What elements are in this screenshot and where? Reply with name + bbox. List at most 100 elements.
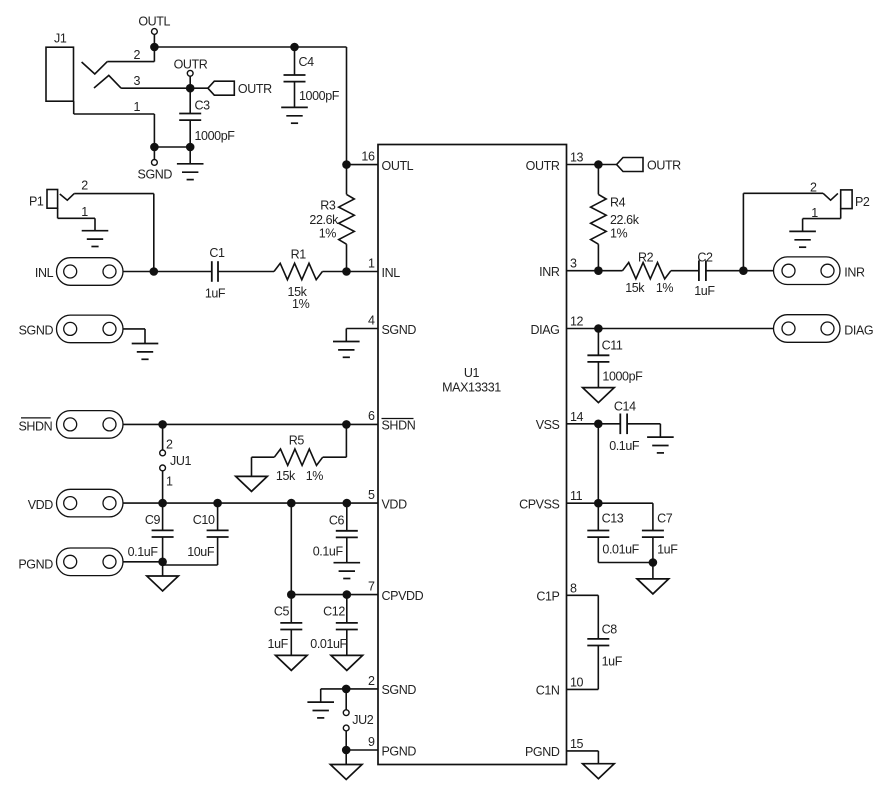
svg-text:C7: C7 <box>657 512 673 526</box>
svg-text:16: 16 <box>361 150 375 164</box>
svg-text:1000pF: 1000pF <box>602 370 643 384</box>
svg-text:2: 2 <box>133 48 140 62</box>
svg-text:U1: U1 <box>464 366 480 380</box>
svg-text:2: 2 <box>810 181 817 195</box>
svg-text:1000pF: 1000pF <box>195 129 236 143</box>
svg-text:R5: R5 <box>289 433 305 447</box>
svg-text:PGND: PGND <box>18 558 53 572</box>
svg-text:1uF: 1uF <box>694 284 715 298</box>
svg-text:22.6k: 22.6k <box>610 213 640 227</box>
svg-text:C11: C11 <box>602 338 623 352</box>
svg-text:1000pF: 1000pF <box>299 89 340 103</box>
svg-text:CPVDD: CPVDD <box>382 589 424 603</box>
svg-text:1%: 1% <box>656 281 674 295</box>
svg-text:C5: C5 <box>274 604 290 618</box>
svg-text:1: 1 <box>166 475 173 489</box>
svg-text:C1N: C1N <box>536 684 560 698</box>
svg-text:R3: R3 <box>320 199 336 213</box>
svg-text:VDD: VDD <box>382 497 408 511</box>
svg-text:1: 1 <box>133 100 140 114</box>
svg-text:13: 13 <box>570 151 584 165</box>
svg-text:2: 2 <box>166 438 173 452</box>
svg-text:INL: INL <box>35 266 54 280</box>
svg-text:CPVSS: CPVSS <box>519 498 559 512</box>
svg-text:OUTR: OUTR <box>647 158 681 172</box>
svg-text:3: 3 <box>133 74 140 88</box>
svg-text:22.6k: 22.6k <box>309 213 339 227</box>
svg-text:VSS: VSS <box>536 418 560 432</box>
svg-text:JU1: JU1 <box>170 454 191 468</box>
svg-text:C4: C4 <box>299 55 315 69</box>
svg-text:DIAG: DIAG <box>844 324 873 338</box>
svg-text:7: 7 <box>368 580 375 594</box>
svg-text:SHDN: SHDN <box>382 419 416 433</box>
svg-text:C6: C6 <box>329 513 345 527</box>
svg-text:OUTR: OUTR <box>174 58 208 72</box>
svg-text:1%: 1% <box>319 226 337 240</box>
svg-text:0.01uF: 0.01uF <box>310 637 347 651</box>
svg-text:1%: 1% <box>306 469 324 483</box>
svg-text:C12: C12 <box>323 604 345 618</box>
svg-text:1uF: 1uF <box>657 543 678 557</box>
svg-text:12: 12 <box>570 315 584 329</box>
svg-text:4: 4 <box>368 314 375 328</box>
svg-text:11: 11 <box>570 489 583 503</box>
svg-text:C13: C13 <box>602 512 624 526</box>
svg-text:DIAG: DIAG <box>531 323 560 337</box>
svg-text:OUTR: OUTR <box>238 82 272 96</box>
svg-text:C14: C14 <box>614 400 636 414</box>
svg-text:VDD: VDD <box>28 498 54 512</box>
svg-text:C1: C1 <box>209 246 225 260</box>
svg-text:0.1uF: 0.1uF <box>609 439 640 453</box>
svg-text:INL: INL <box>382 266 401 280</box>
svg-text:2: 2 <box>81 179 88 193</box>
svg-text:1: 1 <box>368 257 375 271</box>
svg-text:C2: C2 <box>697 251 713 265</box>
svg-text:0.1uF: 0.1uF <box>128 545 159 559</box>
svg-text:OUTR: OUTR <box>526 159 560 173</box>
svg-text:SGND: SGND <box>138 167 173 181</box>
svg-text:1: 1 <box>81 205 88 219</box>
svg-text:5: 5 <box>368 488 375 502</box>
svg-text:0.01uF: 0.01uF <box>602 543 639 557</box>
svg-text:1uF: 1uF <box>205 286 226 300</box>
svg-text:C1P: C1P <box>536 590 559 604</box>
svg-text:6: 6 <box>368 409 375 423</box>
svg-text:15: 15 <box>570 737 584 751</box>
svg-text:PGND: PGND <box>382 744 417 758</box>
svg-text:P1: P1 <box>29 195 44 209</box>
svg-text:R2: R2 <box>638 251 654 265</box>
svg-text:SGND: SGND <box>19 324 54 338</box>
svg-text:SGND: SGND <box>382 323 417 337</box>
svg-text:10: 10 <box>570 675 584 689</box>
svg-text:3: 3 <box>570 257 577 271</box>
svg-text:R1: R1 <box>291 247 307 261</box>
svg-text:1%: 1% <box>292 297 310 311</box>
svg-text:0.1uF: 0.1uF <box>313 545 344 559</box>
svg-text:OUTL: OUTL <box>382 159 414 173</box>
svg-text:8: 8 <box>570 581 577 595</box>
svg-text:INR: INR <box>539 265 560 279</box>
svg-text:1uF: 1uF <box>268 637 289 651</box>
svg-text:1uF: 1uF <box>602 654 623 668</box>
svg-text:15k: 15k <box>276 469 296 483</box>
svg-text:C10: C10 <box>193 513 215 527</box>
svg-text:9: 9 <box>368 735 375 749</box>
svg-text:C9: C9 <box>145 513 161 527</box>
svg-text:C8: C8 <box>602 622 618 636</box>
svg-text:J1: J1 <box>54 32 67 46</box>
svg-text:C3: C3 <box>195 99 211 113</box>
svg-text:INR: INR <box>844 266 865 280</box>
svg-text:SGND: SGND <box>382 683 417 697</box>
svg-text:14: 14 <box>570 410 584 424</box>
svg-text:P2: P2 <box>855 195 870 209</box>
svg-text:SHDN: SHDN <box>18 420 52 434</box>
svg-text:OUTL: OUTL <box>138 15 170 29</box>
svg-text:15k: 15k <box>288 285 308 299</box>
svg-text:JU2: JU2 <box>352 713 373 727</box>
svg-text:1: 1 <box>811 206 818 220</box>
svg-text:PGND: PGND <box>525 745 560 759</box>
svg-text:R4: R4 <box>610 195 626 209</box>
svg-text:10uF: 10uF <box>187 545 215 559</box>
svg-text:15k: 15k <box>625 281 645 295</box>
